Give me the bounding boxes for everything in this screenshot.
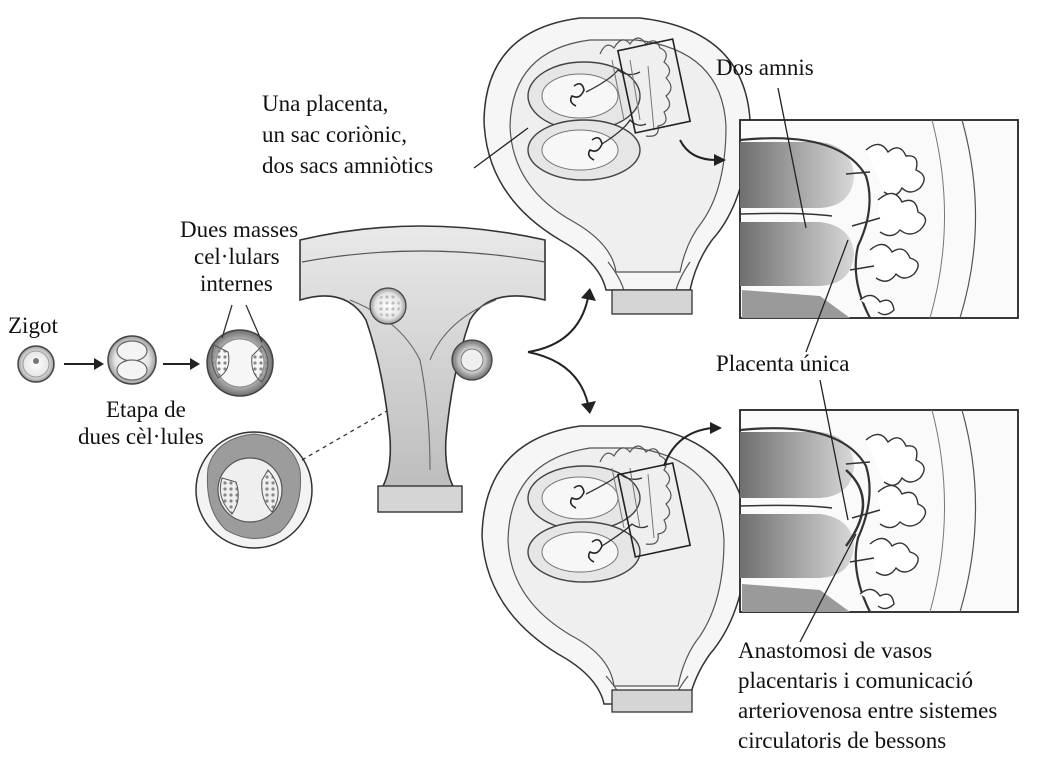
uterus-bottom-twins [482, 426, 748, 712]
arrow-zygote-to-two-cell [64, 358, 104, 370]
label-inner-mass-line3: internes [180, 270, 298, 297]
label-inner-cell-masses: Dues masses cel·lulars internes [180, 216, 298, 297]
label-two-cell-line1: Etapa de [78, 396, 204, 423]
detail-panel-top [740, 120, 1018, 318]
label-placenta-line3: dos sacs amniòtics [262, 150, 433, 181]
arrow-two-cell-to-blastocyst [163, 358, 200, 370]
label-two-amnion: Dos amnis [716, 54, 814, 81]
label-one-placenta: Una placenta, un sac coriònic, dos sacs … [262, 88, 433, 181]
two-cell-stage [108, 336, 156, 384]
label-two-cell-stage: Etapa de dues cèl·lules [78, 396, 204, 450]
label-anast-line3: arteriovenosa entre sistemes [738, 696, 997, 726]
label-inner-mass-line2: cel·lulars [180, 243, 298, 270]
label-anast-line2: placentaris i comunicació [738, 666, 997, 696]
zygote-cell [18, 346, 54, 382]
detail-panel-bottom [740, 410, 1018, 612]
branch-arrows [528, 288, 596, 414]
enlarged-blastocyst [196, 432, 312, 548]
blastocyst-two-inner-masses [207, 330, 273, 396]
label-anast-line4: circulatoris de bessons [738, 726, 997, 756]
label-zigot: Zigot [8, 312, 58, 339]
label-placenta-line1: Una placenta, [262, 88, 433, 119]
label-anast-line1: Anastomosi de vasos [738, 636, 997, 666]
label-single-placenta: Placenta única [716, 350, 849, 377]
label-inner-mass-line1: Dues masses [180, 216, 298, 243]
label-anastomosis: Anastomosi de vasos placentaris i comuni… [738, 636, 997, 756]
label-placenta-line2: un sac coriònic, [262, 119, 433, 150]
label-two-cell-line2: dues cèl·lules [78, 423, 204, 450]
